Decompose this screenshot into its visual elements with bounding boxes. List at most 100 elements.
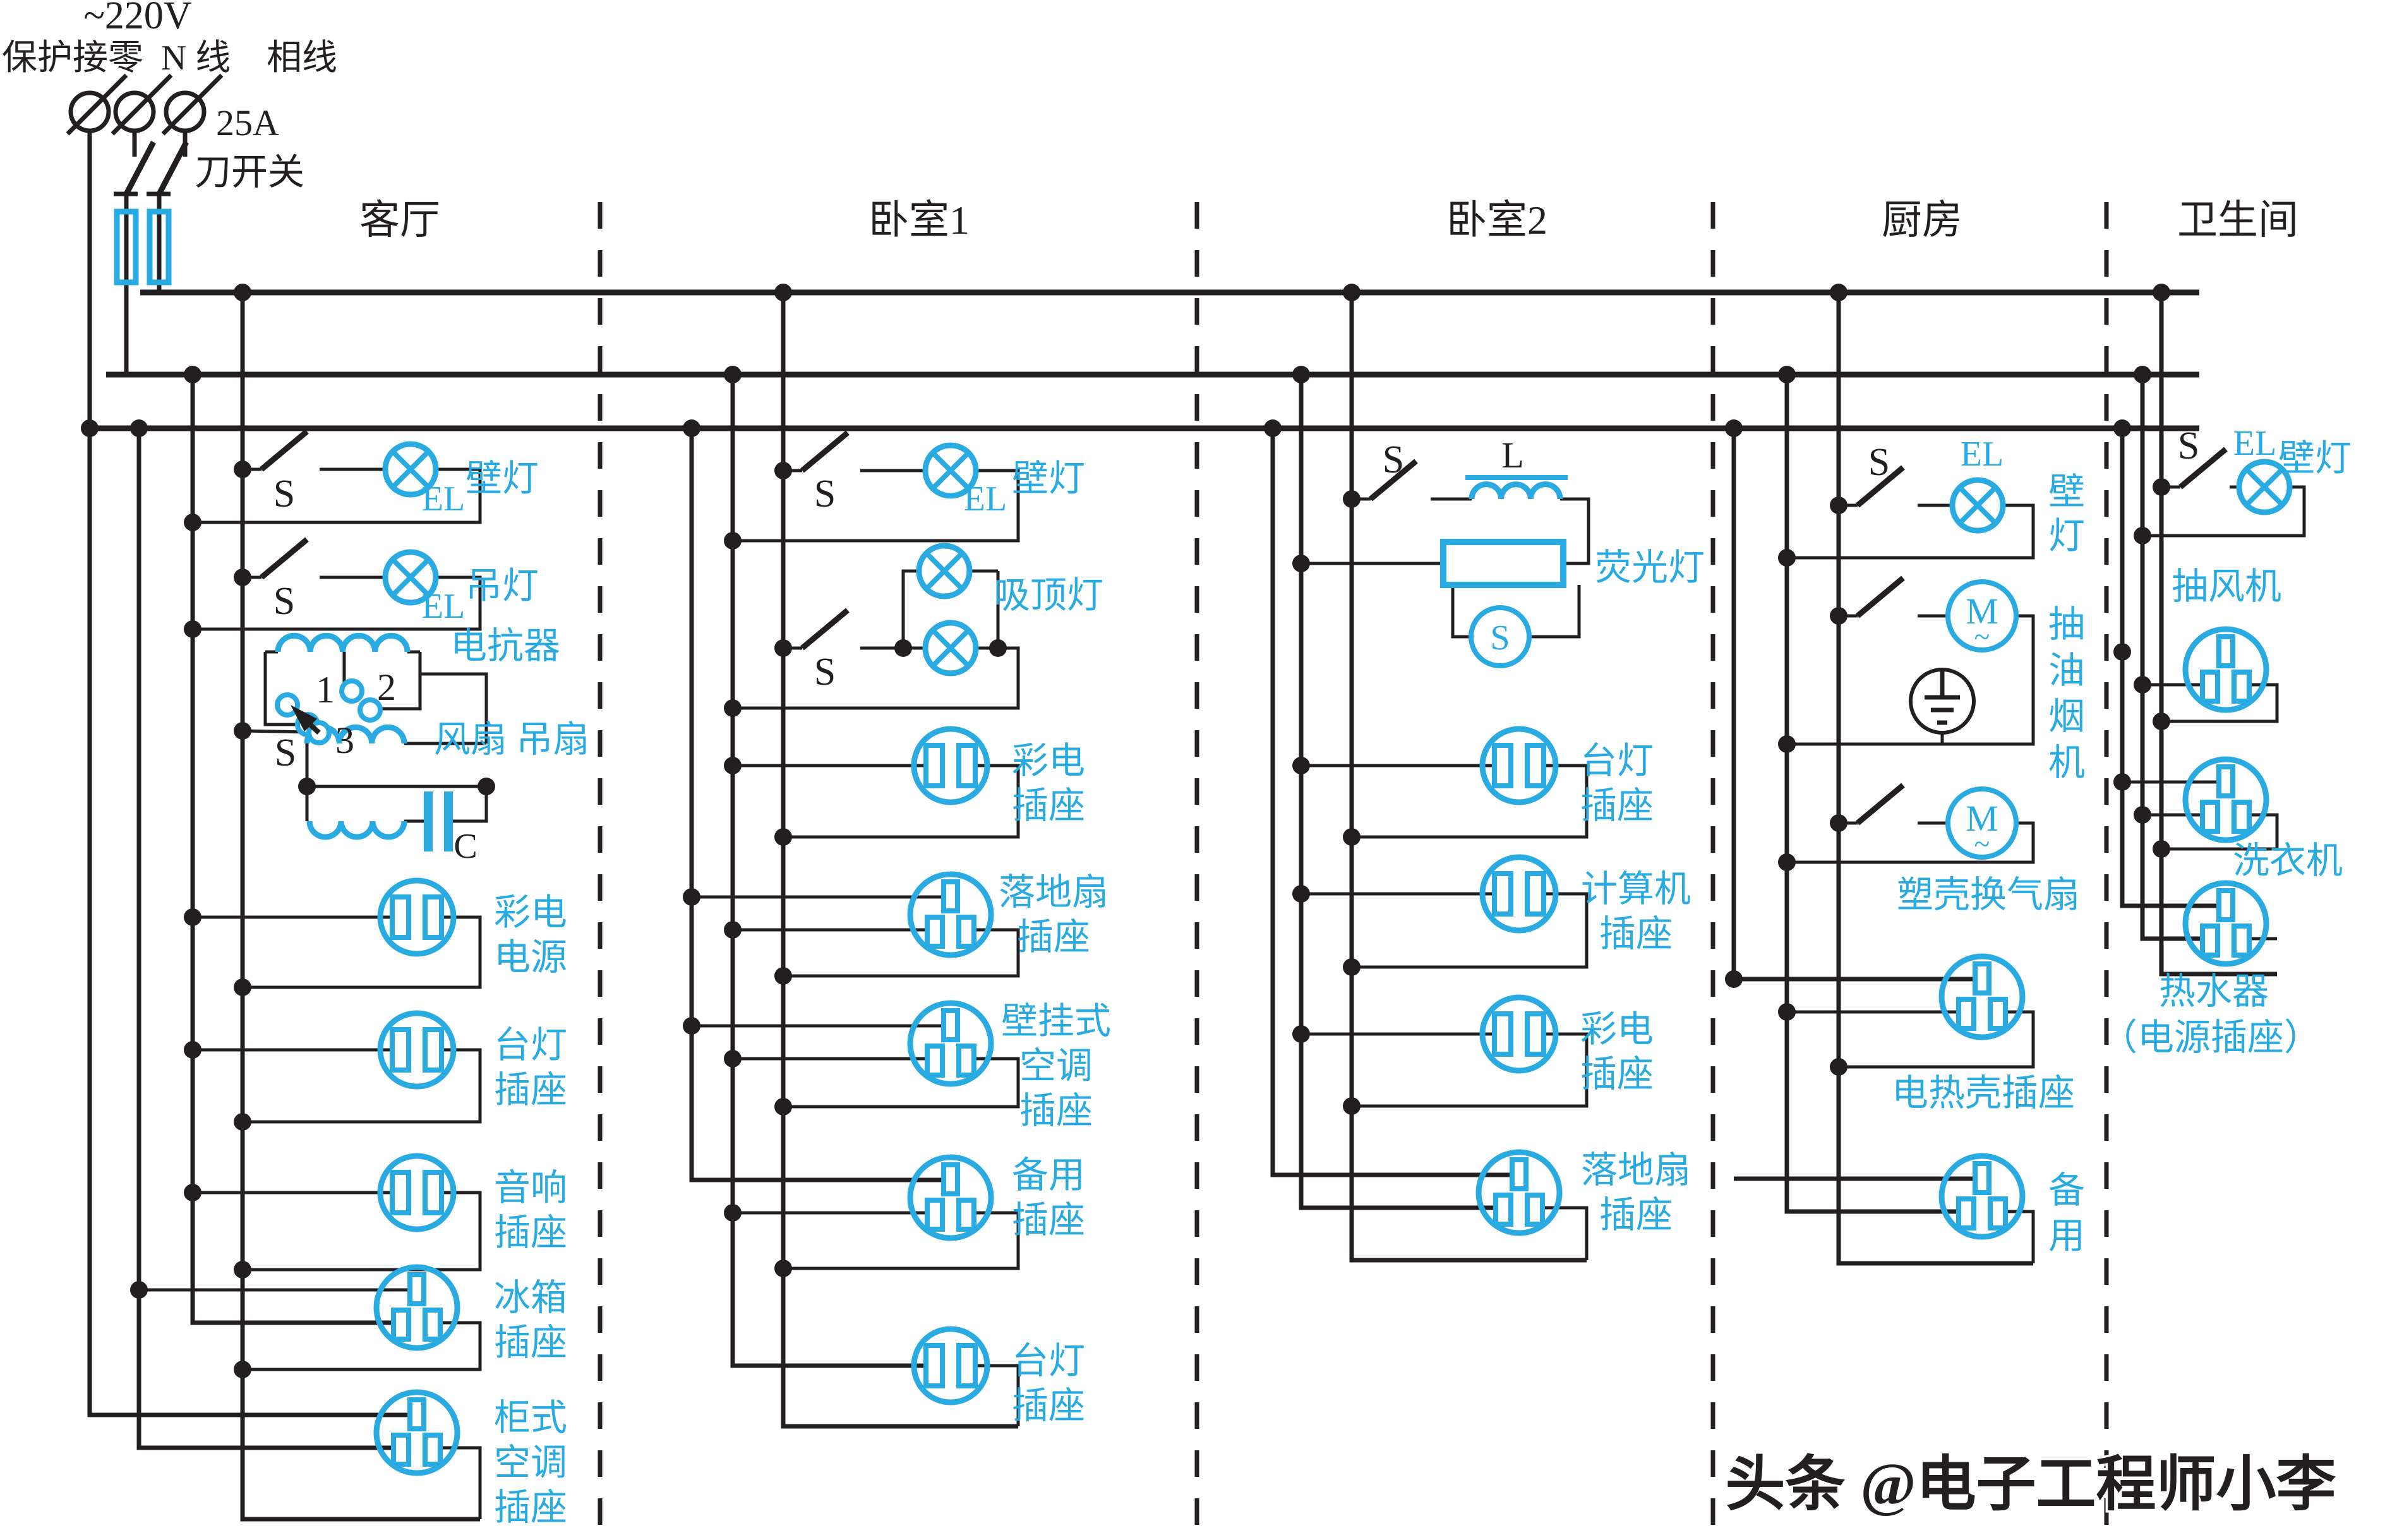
junction-dot <box>774 462 792 479</box>
text-label: 壁灯 <box>466 458 539 499</box>
text-label: 插座 <box>494 1322 567 1363</box>
branch-wire <box>2142 485 2306 538</box>
switch-icon <box>1369 459 1418 502</box>
branch-wire <box>1352 764 1589 839</box>
socket-pin-icon <box>1525 1011 1546 1057</box>
text-label: 台灯 <box>1580 740 1654 781</box>
junction-dot <box>1343 958 1361 976</box>
junction-dot <box>2113 643 2131 661</box>
text-label: 插座 <box>494 1487 567 1528</box>
junction-dot <box>234 1113 251 1131</box>
lamp-cross-icon <box>931 629 970 668</box>
text-label: S <box>1383 438 1404 481</box>
supply-terminal-icon <box>68 90 111 133</box>
socket-3pin-icon <box>907 1154 994 1241</box>
text-label: 插座 <box>1599 1194 1673 1236</box>
socket-pin-icon <box>925 1198 945 1232</box>
text-label: EL <box>2233 424 2276 463</box>
socket-pin-icon <box>1956 997 1976 1031</box>
socket-pin-icon <box>423 894 444 940</box>
junction-dot <box>1292 757 1310 774</box>
motor-label: M <box>1966 798 1998 839</box>
lamp-icon <box>382 441 439 498</box>
text-label: EL <box>422 587 465 626</box>
junction-dot <box>184 908 201 926</box>
socket-pin-icon <box>1492 1011 1513 1057</box>
text-label: 卫生间 <box>2177 198 2298 243</box>
junction-dot <box>683 888 700 906</box>
text-label: 相线 <box>267 39 337 78</box>
socket-ground-pin-icon <box>941 1162 960 1196</box>
socket-ground-pin-icon <box>1973 1161 1992 1195</box>
feeder-wire <box>730 375 934 1368</box>
branch-wire <box>243 1191 482 1272</box>
junction-dot <box>1725 419 1743 437</box>
text-label: 机 <box>2048 742 2085 783</box>
text-label: 计算机 <box>1581 869 1691 910</box>
branch-wire <box>433 1446 482 1519</box>
branch-wire <box>1560 497 1590 565</box>
lamp-icon <box>1949 477 2006 534</box>
junction-dot <box>724 532 742 550</box>
socket-ground-pin-icon <box>1510 1157 1529 1191</box>
knife-switch-blade-icon <box>124 140 156 196</box>
text-label: S <box>275 731 296 774</box>
junction-dot <box>1343 284 1361 301</box>
switch-icon <box>1856 575 1905 618</box>
socket-pin-icon <box>423 1308 443 1342</box>
junction-dot <box>81 419 99 437</box>
junction-dot <box>478 778 495 795</box>
junction-dot <box>184 1184 201 1201</box>
text-label: 音响 <box>494 1167 567 1208</box>
junction-dot <box>1778 853 1796 871</box>
junction-dot <box>2153 478 2170 496</box>
text-label: S <box>2178 424 2199 467</box>
socket-pin-icon <box>923 1343 945 1388</box>
feeder-wire <box>2140 375 2210 941</box>
coil-icon <box>1469 481 1563 500</box>
supply-terminal-icon <box>113 90 156 133</box>
socket-pin-icon <box>925 1044 945 1078</box>
terminal-slash-icon <box>111 73 173 136</box>
feeder-wire <box>2159 292 2277 977</box>
junction-dot <box>774 1098 792 1116</box>
branch-wire <box>2161 683 2279 723</box>
junction-dot <box>774 284 792 301</box>
text-label: S <box>1868 441 1890 484</box>
text-label: 油 <box>2048 650 2085 691</box>
socket-3pin-icon <box>2182 756 2269 843</box>
branch-wire <box>1451 585 1471 639</box>
junction-dot <box>1343 490 1361 508</box>
socket-2pin-icon <box>377 1010 457 1090</box>
junction-dot <box>774 967 792 985</box>
motor-label: M <box>1966 591 1998 632</box>
switch-icon <box>260 537 309 580</box>
junction-dot <box>724 699 742 717</box>
socket-pin-icon <box>423 1027 444 1073</box>
terminal-slash-icon <box>66 73 128 136</box>
junction-dot <box>184 1041 201 1059</box>
feeder-wire <box>87 131 417 1417</box>
socket-ground-pin-icon <box>941 879 960 913</box>
earth-icon <box>1909 668 1976 735</box>
branch-wire <box>1352 892 1589 969</box>
socket-3pin-icon <box>2182 880 2269 967</box>
fluorescent-tube-icon <box>1440 539 1566 588</box>
motor-tilde: ~ <box>1974 620 1990 653</box>
branch-wire <box>243 915 482 989</box>
supply-terminal-icon <box>164 90 207 133</box>
text-label: 插座 <box>494 1212 567 1253</box>
text-label: 风扇 吊扇 <box>434 719 590 760</box>
socket-pin-icon <box>391 1308 411 1342</box>
junction-dot <box>894 639 912 657</box>
text-label: 落地扇 <box>1581 1150 1691 1191</box>
socket-pin-icon <box>1525 871 1546 917</box>
junction-dot <box>724 1204 742 1222</box>
feeder-wire <box>689 428 951 1182</box>
branch-wire <box>783 1211 1020 1270</box>
socket-pin-icon <box>423 1170 444 1215</box>
switch-icon <box>1856 465 1905 508</box>
text-label: 彩电 <box>494 892 567 933</box>
text-label: EL <box>1961 435 2004 474</box>
text-label: EL <box>422 479 465 519</box>
